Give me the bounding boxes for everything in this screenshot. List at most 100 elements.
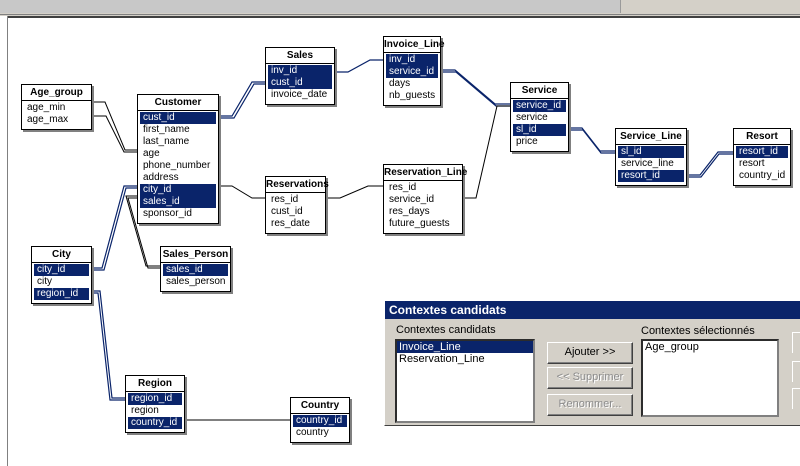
column-cust-id[interactable]: cust_id [140, 112, 216, 124]
column-service-line[interactable]: service_line [621, 158, 674, 169]
edge-button-1[interactable] [792, 332, 800, 353]
column-sales-id[interactable]: sales_id [163, 264, 228, 276]
column-age-min[interactable]: age_min [27, 102, 66, 113]
table-columns: country_id country [291, 414, 349, 442]
selected-list[interactable]: Age_group [641, 339, 779, 417]
column-days[interactable]: days [389, 78, 411, 89]
column-first-name[interactable]: first_name [143, 124, 190, 135]
column-res-days[interactable]: res_days [389, 206, 430, 217]
table-columns: inv_id cust_id invoice_date [266, 64, 334, 104]
table-sales[interactable]: Sales inv_id cust_id invoice_date [265, 47, 335, 105]
table-columns: resort_id resort country_id [734, 145, 790, 185]
column-inv-id[interactable]: inv_id [268, 65, 332, 77]
column-age[interactable]: age [143, 148, 160, 159]
column-service-id[interactable]: service_id [389, 194, 435, 205]
dialog-title: Contextes candidats [385, 301, 800, 319]
table-title: Sales [266, 48, 334, 64]
column-sponsor-id[interactable]: sponsor_id [143, 208, 192, 219]
table-title: Invoice_Line [384, 37, 445, 53]
column-inv-id[interactable]: inv_id [386, 54, 438, 66]
left-ruler [0, 16, 8, 466]
table-title: Customer [138, 95, 218, 111]
column-cust-id[interactable]: cust_id [271, 206, 303, 217]
column-service-id[interactable]: service_id [513, 100, 566, 112]
column-res-id[interactable]: res_id [389, 182, 417, 193]
column-sales-person[interactable]: sales_person [166, 276, 226, 287]
column-resort[interactable]: resort [739, 158, 765, 169]
table-age-group[interactable]: Age_group age_min age_max [21, 84, 92, 130]
table-title: Age_group [22, 85, 91, 101]
column-region-id[interactable]: region_id [128, 393, 182, 405]
candidates-label: Contextes candidats [396, 324, 496, 336]
column-phone-number[interactable]: phone_number [143, 160, 211, 171]
table-reservations[interactable]: Reservations res_id cust_id res_date [265, 176, 329, 234]
column-city-id[interactable]: city_id [140, 184, 216, 196]
table-service-line[interactable]: Service_Line sl_id service_line resort_i… [615, 128, 687, 186]
table-title: City [32, 247, 91, 263]
column-nb-guests[interactable]: nb_guests [389, 90, 436, 101]
table-columns: region_id region country_id [126, 392, 184, 432]
table-title: Service [511, 83, 568, 99]
edge-button-2[interactable] [792, 361, 800, 382]
column-region-id[interactable]: region_id [34, 288, 89, 300]
column-sl-id[interactable]: sl_id [618, 146, 684, 158]
table-columns: service_id service sl_id price [511, 99, 568, 151]
table-invoice-line[interactable]: Invoice_Line inv_id service_id days nb_g… [383, 36, 445, 106]
column-city[interactable]: city [37, 276, 52, 287]
table-sales-person[interactable]: Sales_Person sales_id sales_person [160, 246, 231, 292]
column-city-id[interactable]: city_id [34, 264, 89, 276]
table-country[interactable]: Country country_id country [290, 397, 350, 443]
column-last-name[interactable]: last_name [143, 136, 190, 147]
table-columns: sl_id service_line resort_id [616, 145, 686, 185]
column-age-max[interactable]: age_max [27, 114, 69, 125]
table-service[interactable]: Service service_id service sl_id price [510, 82, 569, 152]
column-country-id[interactable]: country_id [293, 415, 347, 427]
table-title: Reservation_Line [384, 165, 467, 181]
table-title: Service_Line [616, 129, 686, 145]
table-columns: res_id cust_id res_date [266, 193, 325, 233]
list-item-age-group[interactable]: Age_group [645, 341, 699, 353]
table-resort[interactable]: Resort resort_id resort country_id [733, 128, 791, 186]
table-title: Country [291, 398, 349, 414]
table-columns: sales_id sales_person [161, 263, 230, 291]
table-columns: inv_id service_id days nb_guests [384, 53, 440, 105]
table-city[interactable]: City city_id city region_id [31, 246, 92, 304]
column-service-id[interactable]: service_id [386, 66, 438, 78]
window-top-bar [0, 0, 800, 15]
column-res-date[interactable]: res_date [271, 218, 310, 229]
window-top-bar-area [0, 0, 621, 13]
rename-button[interactable]: Renommer... [547, 394, 633, 416]
column-region[interactable]: region [131, 405, 159, 416]
column-country-id[interactable]: country_id [128, 417, 182, 429]
add-button[interactable]: Ajouter >> [547, 342, 633, 364]
table-title: Region [126, 376, 184, 392]
selected-label: Contextes sélectionnés [641, 325, 755, 337]
table-columns: res_id service_id res_days future_guests [384, 181, 462, 233]
column-address[interactable]: address [143, 172, 179, 183]
column-sales-id[interactable]: sales_id [140, 196, 216, 208]
table-title: Resort [734, 129, 790, 145]
column-res-id[interactable]: res_id [271, 194, 299, 205]
column-cust-id[interactable]: cust_id [268, 77, 332, 89]
column-sl-id[interactable]: sl_id [513, 124, 566, 136]
candidate-contexts-dialog[interactable]: Contextes candidats Contextes candidats … [384, 300, 800, 426]
column-resort-id[interactable]: resort_id [618, 170, 684, 182]
edge-button-3[interactable] [792, 388, 800, 409]
table-region[interactable]: Region region_id region country_id [125, 375, 185, 433]
column-service[interactable]: service [516, 112, 548, 123]
list-item-reservation-line[interactable]: Reservation_Line [399, 353, 485, 365]
table-customer[interactable]: Customer cust_id first_name last_name ag… [137, 94, 219, 224]
remove-button[interactable]: << Supprimer [547, 367, 633, 389]
column-invoice-date[interactable]: invoice_date [271, 89, 328, 100]
candidates-list[interactable]: Invoice_Line Reservation_Line [395, 339, 535, 423]
table-title: Sales_Person [161, 247, 230, 263]
column-country[interactable]: country [296, 427, 329, 438]
table-columns: cust_id first_name last_name age phone_n… [138, 111, 218, 223]
column-country-id[interactable]: country_id [739, 170, 786, 181]
column-resort-id[interactable]: resort_id [736, 146, 788, 158]
table-title: Reservations [266, 177, 329, 193]
list-item-invoice-line[interactable]: Invoice_Line [397, 341, 533, 353]
column-price[interactable]: price [516, 136, 538, 147]
table-reservation-line[interactable]: Reservation_Line res_id service_id res_d… [383, 164, 467, 234]
column-future-guests[interactable]: future_guests [389, 218, 450, 229]
